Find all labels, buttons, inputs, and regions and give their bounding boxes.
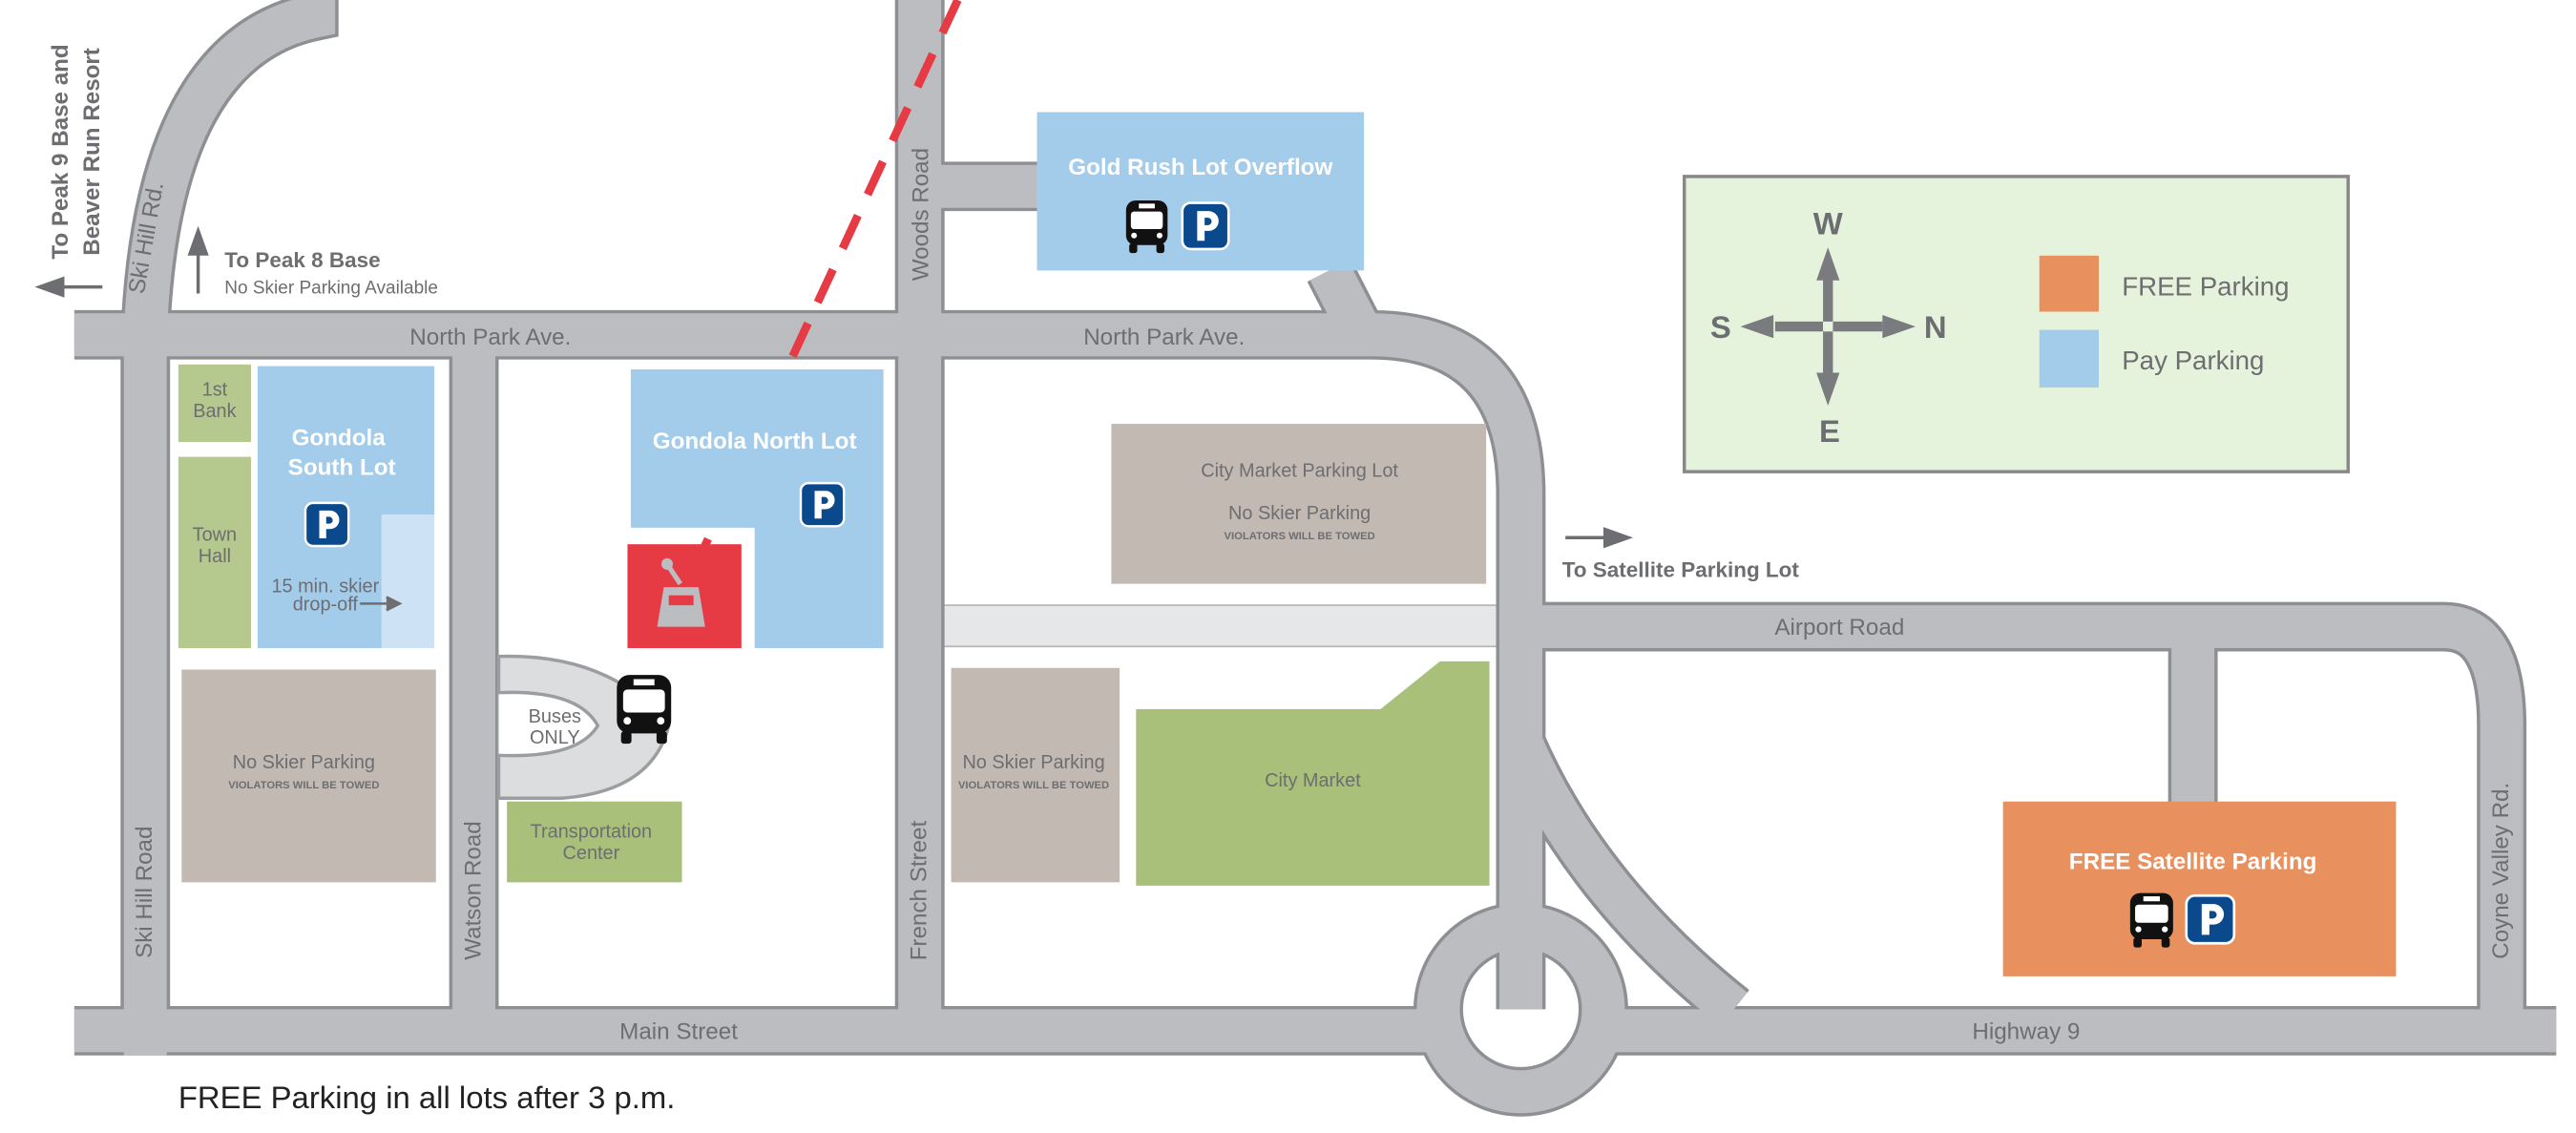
road-label: Coyne Valley Rd.: [2488, 783, 2514, 959]
transport-label: Transportation: [531, 822, 653, 843]
compass-icon: [1740, 247, 1916, 407]
buses-only-label: ONLY: [530, 727, 580, 748]
lot-title: Gold Rush Lot Overflow: [1068, 155, 1332, 180]
city-market-lot-label: City Market Parking Lot: [1201, 460, 1398, 481]
direction-peak8: To Peak 8 Base No Skier Parking Availabl…: [187, 225, 438, 299]
compass-north: N: [1924, 309, 1947, 345]
lot-title: South Lot: [288, 455, 396, 481]
town-hall-label: Town: [193, 525, 237, 546]
gondola-south-lot[interactable]: Gondola South Lot 15 min. skier drop-off: [257, 366, 435, 649]
dropoff-zone: [381, 514, 435, 649]
arrow-right-icon: [1565, 527, 1634, 549]
legend-label-free: FREE Parking: [2122, 271, 2289, 301]
road-label: Woods Road: [908, 148, 933, 281]
direction-label: Beaver Run Resort: [79, 48, 105, 256]
arrow-right-icon: [360, 596, 403, 612]
footer-note: FREE Parking in all lots after 3 p.m.: [178, 1080, 676, 1115]
road-label: Highway 9: [1972, 1019, 2080, 1045]
towed-label: VIOLATORS WILL BE TOWED: [1225, 531, 1375, 542]
road-label: North Park Ave.: [409, 325, 571, 350]
road-network: [73, 0, 2557, 1117]
no-skier-parking-mid: [951, 667, 1120, 883]
parking-sign-icon: [799, 481, 846, 528]
direction-satellite: To Satellite Parking Lot: [1562, 527, 1800, 582]
road-label: North Park Ave.: [1083, 325, 1245, 350]
direction-label: To Peak 8 Base: [224, 248, 380, 272]
arrow-left-icon: [34, 276, 103, 298]
transportation-center: [507, 801, 682, 883]
legend: W S N E FREE Parking Pay Parking: [1683, 175, 2350, 473]
towed-label: VIOLATORS WILL BE TOWED: [228, 780, 379, 791]
legend-swatch-pay: [2039, 329, 2099, 388]
road-label: Main Street: [619, 1019, 738, 1045]
gold-rush-lot[interactable]: Gold Rush Lot Overflow: [1037, 112, 1365, 271]
road-label: Watson Road: [460, 821, 486, 960]
direction-sublabel: No Skier Parking Available: [224, 279, 438, 299]
road-label: Airport Road: [1774, 615, 1904, 640]
transport-label: Center: [563, 843, 620, 864]
compass-south: S: [1710, 309, 1731, 345]
lot-title: Gondola: [292, 426, 387, 451]
first-bank-label: 1st: [202, 380, 228, 401]
parking-sign-icon: [1181, 201, 1230, 251]
road-label: Ski Hill Road: [132, 827, 157, 958]
buses-only-label: Buses: [529, 706, 581, 727]
city-market: [1136, 661, 1490, 886]
direction-label: To Peak 9 Base and: [48, 44, 73, 259]
direction-label: To Satellite Parking Lot: [1562, 558, 1800, 582]
gondola-icon: [657, 557, 705, 627]
town-hall: [178, 456, 251, 649]
bus-loop: Buses ONLY: [496, 654, 672, 800]
free-satellite-lot[interactable]: FREE Satellite Parking: [2002, 801, 2397, 976]
compass-east: E: [1819, 413, 1840, 449]
no-skier-label: No Skier Parking: [1228, 503, 1371, 524]
parking-sign-icon: [2185, 893, 2236, 945]
parking-sign-icon: [304, 501, 350, 548]
first-bank-label: Bank: [193, 401, 236, 422]
dropoff-label: drop-off: [293, 594, 359, 615]
compass-west: W: [1813, 205, 1843, 241]
legend-label-pay: Pay Parking: [2122, 346, 2264, 375]
dropoff-label: 15 min. skier: [271, 576, 379, 597]
direction-peak9: To Peak 9 Base and Beaver Run Resort: [34, 44, 105, 298]
no-skier-label: No Skier Parking: [233, 752, 375, 773]
legend-swatch-free: [2039, 255, 2099, 312]
no-skier-parking-left: [181, 669, 436, 883]
lot-title: Gondola North Lot: [653, 429, 857, 454]
lot-title: FREE Satellite Parking: [2069, 850, 2317, 875]
towed-label: VIOLATORS WILL BE TOWED: [958, 780, 1109, 791]
walkway-band: [940, 604, 1504, 648]
city-market-label: City Market: [1265, 770, 1361, 791]
first-bank: [178, 364, 251, 443]
road-label: French Street: [907, 821, 932, 961]
gondola-north-lot[interactable]: Gondola North Lot: [630, 369, 884, 649]
city-market-parking-lot: [1111, 424, 1487, 584]
no-skier-label: No Skier Parking: [962, 752, 1104, 773]
town-hall-label: Hall: [199, 546, 231, 567]
arrow-up-icon: [187, 225, 209, 294]
